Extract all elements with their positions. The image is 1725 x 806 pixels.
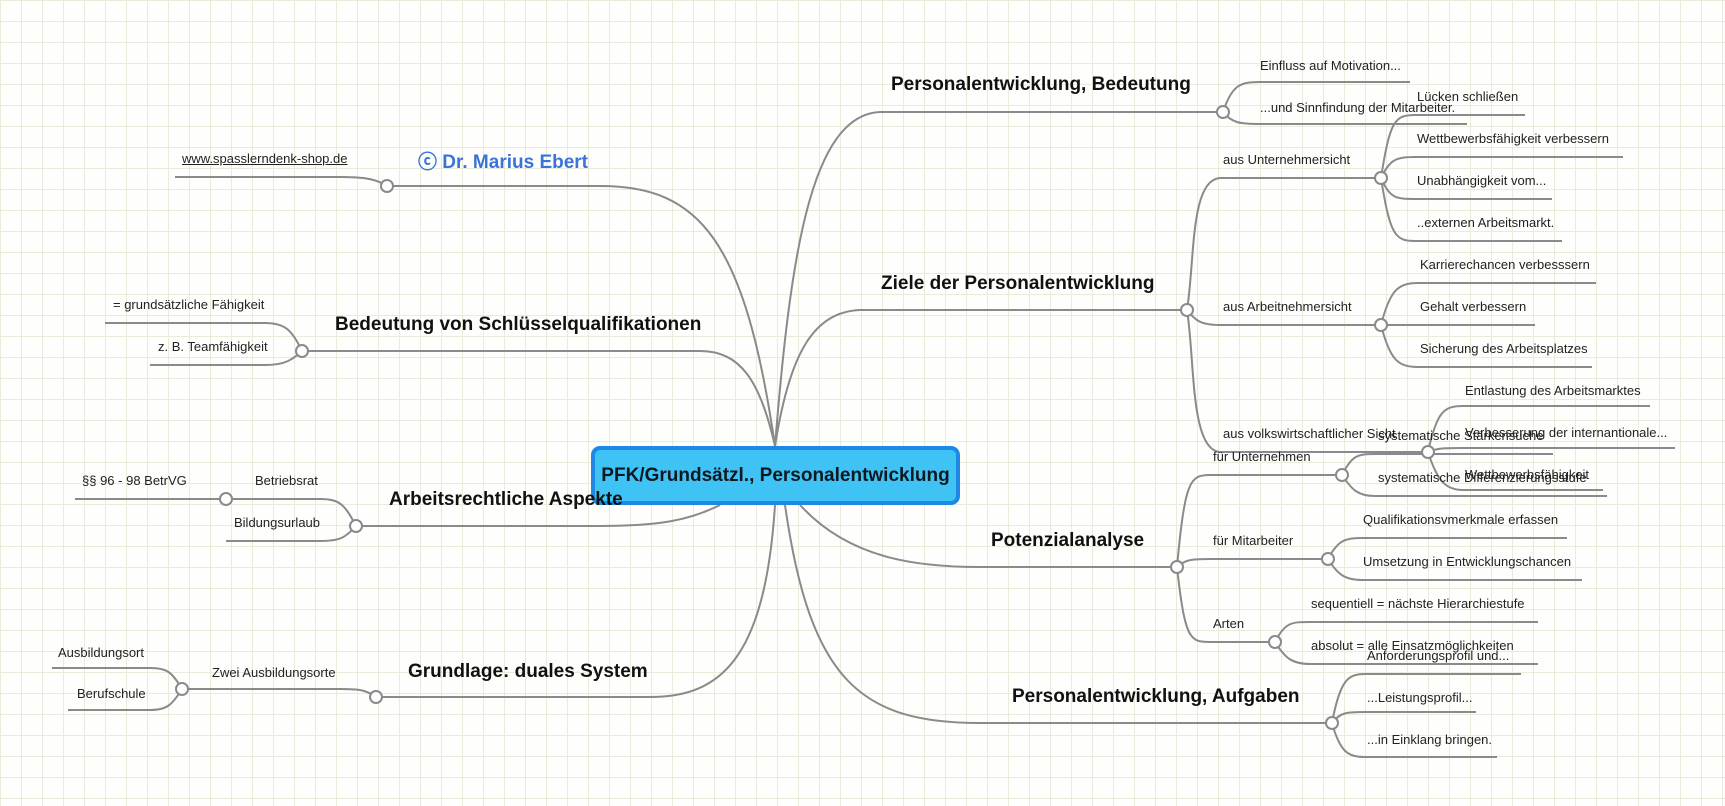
leaf-aufgaben-2[interactable]: ...Leistungsprofil... [1367, 690, 1473, 705]
leaf-bedeutung-1[interactable]: Einfluss auf Motivation... [1260, 58, 1401, 73]
leaf-ziele-a-3[interactable]: Sicherung des Arbeitsplatzes [1420, 341, 1588, 356]
leaf-bedeutung-2[interactable]: ...und Sinnfindung der Mitarbeiter. [1260, 100, 1456, 115]
author-name: Dr. Marius Ebert [442, 152, 589, 173]
topic-ziele[interactable]: Ziele der Personalentwicklung [881, 273, 1155, 294]
leaf-pot-arten-1[interactable]: sequentiell = nächste Hierarchiestufe [1311, 596, 1525, 611]
leaf-pot-m-2[interactable]: Umsetzung in Entwicklungschancen [1363, 554, 1572, 569]
subtopic-fuer-mitarbeiter[interactable]: für Mitarbeiter [1213, 533, 1294, 548]
leaf-ziele-v-3[interactable]: Wettbewerbsfähigkeit [1465, 467, 1590, 482]
author-label: ⓒ Dr. Marius Ebert [418, 147, 588, 174]
topic-aufgaben[interactable]: Personalentwicklung, Aufgaben [1012, 686, 1300, 707]
connector-schluessel [302, 350, 776, 447]
leaf-aufgaben-3[interactable]: ...in Einklang bringen. [1367, 732, 1493, 747]
leaf-pot-m-1[interactable]: Qualifikationsvmerkmale erfassen [1363, 512, 1559, 527]
subtopic-volkswirtschaft[interactable]: aus volkswirtschaftlicher Sicht [1223, 426, 1396, 441]
connector-author [387, 185, 776, 447]
leaf-ziele-u-2[interactable]: Wettbewerbsfähigkeit verbessern [1417, 131, 1609, 146]
topic-schluesselqualifikationen[interactable]: Bedeutung von Schlüsselqualifikationen [335, 314, 702, 335]
leaf-schluessel-2[interactable]: z. B. Teamfähigkeit [158, 339, 268, 354]
topic-potenzialanalyse[interactable]: Potenzialanalyse [991, 530, 1145, 551]
leaf-pot-u-1[interactable]: systematische Stärkensuche [1378, 428, 1544, 443]
leaf-ziele-a-2[interactable]: Gehalt verbessern [1420, 299, 1527, 314]
leaf-pot-u-2[interactable]: systematische Differenzierungsstufe [1378, 470, 1587, 485]
subtopic-fuer-unternehmen[interactable]: für Unternehmen [1213, 449, 1311, 464]
topic-arbeitsrecht[interactable]: Arbeitsrechtliche Aspekte [389, 489, 623, 510]
leaf-schluessel-1[interactable]: = grundsätzliche Fähigkeit [113, 297, 265, 312]
connector-ziele [774, 309, 1187, 447]
subtopic-arten[interactable]: Arten [1213, 616, 1245, 631]
leaf-ziele-u-3[interactable]: Unabhängigkeit vom... [1417, 173, 1547, 188]
connector-dual [376, 504, 776, 698]
leaf-betriebsrat[interactable]: Betriebsrat [255, 473, 318, 488]
leaf-ziele-v-2[interactable]: Verbesserung der internantionale... [1465, 425, 1668, 440]
leaf-zwei-ausbildungsorte[interactable]: Zwei Ausbildungsorte [212, 665, 336, 680]
topic-bedeutung[interactable]: Personalentwicklung, Bedeutung [891, 74, 1191, 95]
leaf-ziele-a-1[interactable]: Karrierechancen verbesssern [1420, 257, 1590, 272]
subtopic-arbeitnehmersicht[interactable]: aus Arbeitnehmersicht [1223, 299, 1352, 314]
connector-aufgaben [784, 504, 1332, 724]
connector-arbeitsrecht [356, 504, 721, 527]
leaf-ziele-v-1[interactable]: Entlastung des Arbeitsmarktes [1465, 383, 1641, 398]
website-link[interactable]: www.spasslerndenk-shop.de [182, 151, 348, 166]
connector-bedeutung [774, 111, 1223, 447]
leaf-ausbildungsort[interactable]: Ausbildungsort [58, 645, 144, 660]
leaf-ziele-u-4[interactable]: ..externen Arbeitsmarkt. [1417, 215, 1555, 230]
central-topic-label: PFK/Grundsätzl., Personalentwicklung [601, 464, 950, 486]
leaf-aufgaben-1[interactable]: Anforderungsprofil und... [1367, 648, 1510, 663]
central-topic[interactable]: PFK/Grundsätzl., Personalentwicklung [591, 446, 960, 505]
topic-duales-system[interactable]: Grundlage: duales System [408, 661, 648, 682]
connector-potenzial [799, 504, 1177, 568]
leaf-betrvg[interactable]: §§ 96 - 98 BetrVG [82, 473, 187, 488]
leaf-pot-arten-2[interactable]: absolut = alle Einsatzmöglichkeiten [1311, 638, 1514, 653]
leaf-ziele-u-1[interactable]: Lücken schließen [1417, 89, 1519, 104]
subtopic-unternehmersicht[interactable]: aus Unternehmersicht [1223, 152, 1351, 167]
leaf-berufschule[interactable]: Berufschule [77, 686, 146, 701]
leaf-bildungsurlaub[interactable]: Bildungsurlaub [234, 515, 321, 530]
copyright-icon: ⓒ [418, 152, 438, 173]
